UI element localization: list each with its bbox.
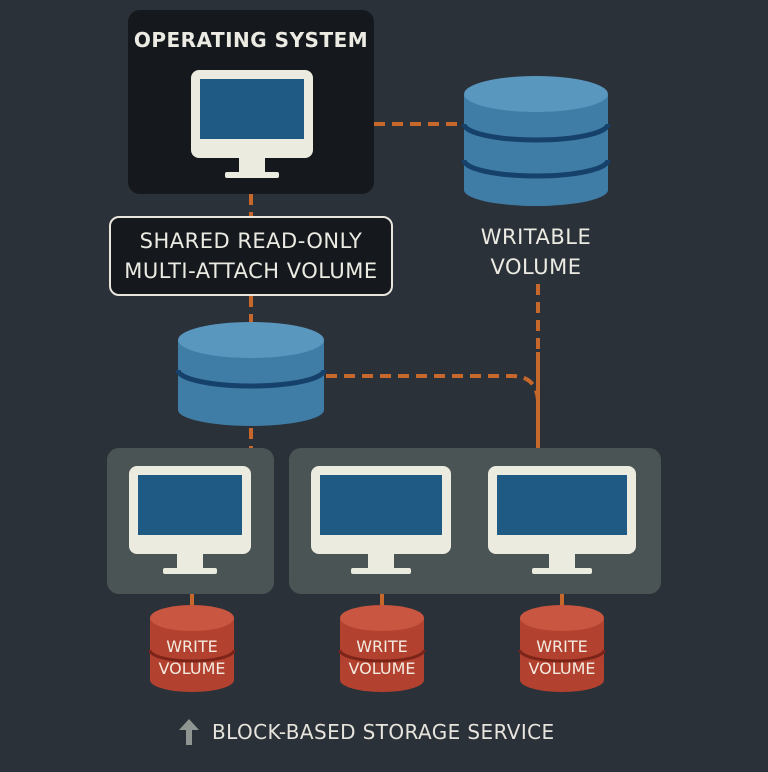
instance-monitor-icon: [129, 466, 251, 574]
write-volume-label-line1: WRITE: [166, 637, 218, 656]
write-volume-icon: [338, 605, 426, 692]
write-volume-label: WRITE VOLUME: [520, 636, 604, 680]
instance-monitor-icon: [311, 466, 451, 574]
writable-volume-label: WRITABLE VOLUME: [456, 222, 616, 282]
connector-volume-to-writable: [326, 374, 540, 401]
footer-caption: BLOCK-BASED STORAGE SERVICE: [176, 716, 555, 748]
operating-system-title: OPERATING SYSTEM: [133, 28, 369, 52]
write-volume-label-line1: WRITE: [356, 637, 408, 656]
shared-volume-label-line2: MULTI-ATTACH VOLUME: [124, 259, 378, 283]
write-volume-label: WRITE VOLUME: [150, 636, 234, 680]
writable-volume-label-line1: WRITABLE: [480, 225, 592, 249]
write-volume-label-line2: VOLUME: [348, 659, 416, 678]
write-volume-icon: [148, 605, 236, 692]
write-volume-label-line1: WRITE: [536, 637, 588, 656]
write-volume-label-line2: VOLUME: [158, 659, 226, 678]
instance-monitor-icon: [488, 466, 636, 574]
writable-volume-icon: [461, 76, 611, 206]
connector-lines: [190, 122, 564, 608]
write-volume-label-line2: VOLUME: [528, 659, 596, 678]
write-volume-label: WRITE VOLUME: [340, 636, 424, 680]
shared-volume-icon: [175, 322, 327, 426]
writable-volume-label-line2: VOLUME: [490, 255, 582, 279]
write-volume-icon: [518, 605, 606, 692]
os-monitor-icon: [191, 70, 313, 178]
shared-volume-label-line1: SHARED READ-ONLY: [139, 229, 363, 253]
arrow-up-icon: [179, 719, 199, 745]
shared-volume-label-box: [109, 216, 393, 296]
shared-volume-label: SHARED READ-ONLY MULTI-ATTACH VOLUME: [109, 226, 393, 286]
footer-label: BLOCK-BASED STORAGE SERVICE: [212, 720, 555, 744]
